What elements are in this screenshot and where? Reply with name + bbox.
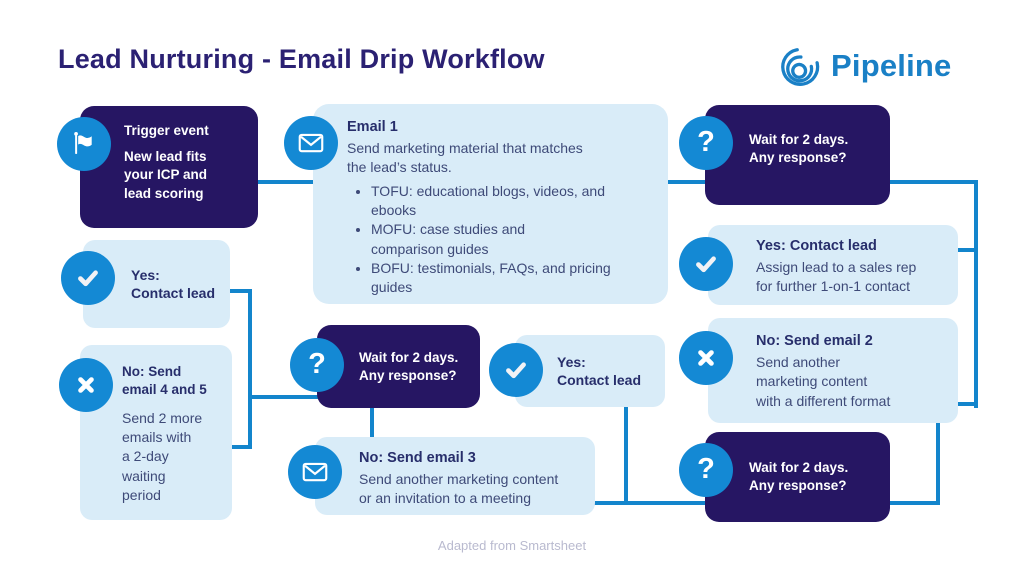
question-icon: ? [679,443,733,497]
email1-heading: Email 1 [347,119,398,135]
connector-email2-down [936,420,940,505]
node-no-send-email-3: No: Send email 3 Send another marketing … [315,437,595,515]
connector-trigger-email1 [258,180,315,184]
envelope-icon [288,445,342,499]
node-no-send-email-4-5: No: Send email 4 and 5 Send 2 more email… [80,345,232,520]
connector-wait-bottom-right [888,501,938,505]
yes-right-heading: Yes: Contact lead [756,238,877,254]
x-icon [59,358,113,412]
page-title: Lead Nurturing - Email Drip Workflow [58,44,545,74]
node-no-send-email-2: No: Send email 2 Send another marketing … [708,318,958,423]
no-email45-heading: No: Send email 4 and 5 [122,364,207,397]
question-icon: ? [290,338,344,392]
brand-logo: Pipeline [778,44,951,88]
wait2-heading: Wait for 2 days. Any response? [359,349,459,383]
pipeline-swirl-icon [781,47,820,86]
node-wait-2: Wait for 2 days. Any response? [317,325,480,408]
node-trigger-event: Trigger event New lead fits your ICP and… [80,106,258,228]
no-email2-body: Send another marketing content with a di… [756,354,891,409]
check-icon [679,237,733,291]
connector-no-email45-stub [230,445,250,449]
no-email2-heading: No: Send email 2 [756,333,873,349]
node-wait-3: Wait for 2 days. Any response? [705,432,890,522]
connector-yes-right-stub [956,248,976,252]
email1-body: Send marketing material that matches the… [347,140,583,176]
node-wait-1: Wait for 2 days. Any response? [705,105,890,205]
check-icon [489,343,543,397]
no-email3-body: Send another marketing content or an inv… [359,471,559,507]
question-glyph: ? [697,125,715,158]
connector-yes-middle-down [624,404,628,505]
email1-bullet-list: TOFU: educational blogs, videos, and ebo… [347,182,660,298]
yes-right-body: Assign lead to a sales rep for further 1… [756,259,917,295]
question-glyph: ? [308,347,326,380]
no-email3-heading: No: Send email 3 [359,450,476,466]
node-yes-contact-lead-middle: Yes: Contact lead [515,335,665,407]
flag-icon [57,117,111,171]
connector-wait-middle-left [250,395,319,399]
x-icon [679,331,733,385]
connector-email3-wait-bottom [593,501,707,505]
question-icon: ? [679,116,733,170]
connector-yes-left-stub [228,289,250,293]
wait1-heading: Wait for 2 days. Any response? [749,132,849,165]
connector-left-vertical [248,289,252,449]
connector-no-email2-stub [956,402,976,406]
yes-left-heading: Yes: Contact lead [131,266,216,301]
node-yes-contact-lead-right: Yes: Contact lead Assign lead to a sales… [708,225,958,305]
brand-name: Pipeline [831,48,952,83]
trigger-body: New lead fits your ICP and lead scoring [124,148,208,202]
no-email45-body: Send 2 more emails with a 2-day waiting … [122,409,203,503]
connector-right-vertical [974,180,978,408]
envelope-icon [284,116,338,170]
attribution-text: Adapted from Smartsheet [437,538,587,553]
check-icon [61,251,115,305]
node-email-1: Email 1 Send marketing material that mat… [313,104,668,304]
email1-bullet-mofu: MOFU: case studies and comparison guides [371,220,591,259]
connector-wait-middle-email3 [370,406,374,439]
email1-bullet-tofu: TOFU: educational blogs, videos, and ebo… [371,182,621,221]
wait3-heading: Wait for 2 days. Any response? [749,460,849,493]
email1-bullet-bofu: BOFU: testimonials, FAQs, and pricing gu… [371,259,621,298]
trigger-heading: Trigger event [124,123,209,138]
yes-middle-heading: Yes: Contact lead [557,353,642,388]
question-glyph: ? [697,452,715,485]
